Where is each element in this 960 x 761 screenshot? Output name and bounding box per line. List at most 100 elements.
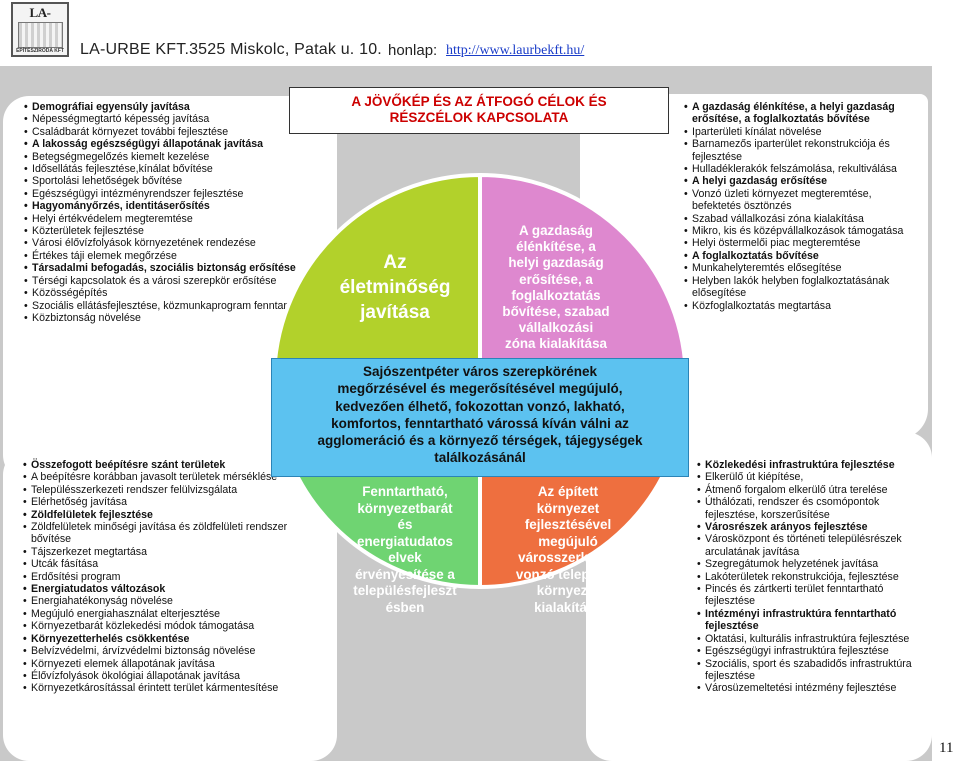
vision-statement: Sajószentpéter város szerepkörének megőrz… [278,363,682,467]
list-item: A lakosság egészségügyi állapotának javí… [24,138,324,151]
company-address: LA-URBE KFT.3525 Miskolc, Patak u. 10. [80,41,382,58]
segment-text-line: vállalkozási [518,320,594,336]
list-item: A foglalkoztatás bővítése [684,250,920,263]
list-item: Közbiztonság növelése [24,312,324,325]
segment-text-line: vonzó települési [515,566,621,582]
list-quality-of-life: Demográfiai egyensúly javításaNépességme… [24,101,324,325]
vision-statement-box: Sajószentpéter város szerepkörének megőrz… [271,358,689,477]
list-item: Zöldfelületek fejlesztése [23,509,325,522]
list-item: A helyi gazdaság erősítése [684,175,920,188]
list-item: Értékes táji elemek megőrzése [24,250,324,263]
segment-text-line: településfejleszt [353,583,457,598]
segment-text-line: javítása [360,302,430,323]
list-item: Egészségügyi infrastruktúra fejlesztése [697,645,925,658]
list-item: Vonzó üzleti környezet megteremtése, bef… [684,188,920,213]
segment-text-line: A gazdaság [519,223,593,238]
list-item: Összefogott beépítésre szánt területek [23,459,325,472]
segment-text-line: energiatudatos [357,533,453,549]
vision-line: találkozásánál [434,450,526,466]
list-item: Erdősítési program [23,571,325,584]
segment-text-line: erősítése, a [519,271,593,287]
list-item: Élővízfolyások ökológiai állapotának jav… [23,670,325,683]
segment-text-line: környezet [536,500,600,516]
diagram-title-line-1: A JÖVŐKÉP ÉS AZ ÁTFOGÓ CÉLOK ÉS [351,94,607,109]
list-item: Szociális, sport és szabadidős infrastru… [697,658,925,683]
list-item: Mikro, kis és középvállalkozások támogat… [684,225,920,238]
segment-quality-of-life [271,172,482,383]
list-item: Településszerkezeti rendszer felülvizsgá… [23,484,325,497]
list-item: Lakóterületek rekonstrukciója, fejleszté… [697,571,925,584]
list-item: Környezetkárosítással érintett terület k… [23,682,325,695]
vision-line: agglomeráció és a környező térségek, táj… [317,433,643,449]
list-item: Helyben lakók helyben foglalkoztatásának… [684,275,920,300]
list-item: Társadalmi befogadás, szociális biztonsá… [24,262,324,275]
page-number: 11 [939,740,954,756]
list-item: Népességmegtartó képesség javítása [24,113,324,126]
diagram-title-box: A JÖVŐKÉP ÉS AZ ÁTFOGÓ CÉLOK ÉS RÉSZCÉLO… [289,87,669,134]
segment-text-line: zóna kialakítása [505,336,607,352]
vision-line: komfortos, fenntartható várossá kíván vá… [331,415,629,431]
list-item: Úthálózati, rendszer és csomópontok fejl… [697,496,925,521]
list-item: Munkahelyteremtés elősegítése [684,262,920,275]
page-header: LA-URBE ÉPÍTÉSZIRODA KFT LA-URBE KFT.352… [0,0,960,62]
segment-text-line: Fenntartható, [362,484,448,499]
list-item: Egészségügyi intézményrendszer fejleszté… [24,188,324,201]
list-item: Pincés és zártkerti terület fenntartható… [697,583,925,608]
list-item: Betegségmegelőzés kiemelt kezelése [24,151,324,164]
list-item: Környezetterhelés csökkentése [23,633,325,646]
list-item: Helyi östermelői piac megteremtése [684,237,920,250]
list-item: Átmenő forgalom elkerülő útra terelése [697,484,925,497]
la-urbe-logo: LA-URBE ÉPÍTÉSZIRODA KFT [11,2,69,57]
list-item: Utcák fásítása [23,558,325,571]
segment-text-line: Az épített [537,484,599,499]
list-item: Közfoglalkoztatás megtartása [684,300,920,313]
diagram-title-line-2: RÉSZCÉLOK KAPCSOLATA [389,110,569,125]
list-item: Sportolási lehetőségek bővítése [24,175,324,188]
list-item: Zöldfelületek minőségi javítása és zöldf… [23,521,325,546]
list-item: Helyi értékvédelem megteremtése [24,213,324,226]
list-item: Energiatudatos változások [23,583,325,596]
list-sustainability: Összefogott beépítésre szánt területekA … [23,459,325,695]
segment-text-line: fejlesztésével [524,517,612,532]
list-item: Városi élővízfolyások környezetének rend… [24,237,324,250]
segment-text-line: érvényesítése a [355,566,455,582]
segment-text-line: környezet [536,583,600,598]
list-item: Intézményi infrastruktúra fenntartható f… [697,608,925,633]
segment-text-line: városszerkezet, [518,550,618,565]
list-item: Szabad vállalkozási zóna kialakítása [684,213,920,226]
vision-line: Sajószentpéter város szerepkörének [362,364,598,379]
homepage-link[interactable]: http://www.laurbekft.hu/ [446,43,585,58]
segment-text-line: elvek [388,550,422,565]
list-item: Oktatási, kulturális infrastruktúra fejl… [697,633,925,646]
list-item: Hulladéklerakók felszámolása, rekultivál… [684,163,920,176]
segment-text-line: és [397,517,413,532]
list-item: Elkerülő út kiépítése, [697,471,925,484]
logo-building-icon [18,22,63,48]
list-item: Hagyományőrzés, identitáserősítés [24,200,324,213]
list-item: Demográfiai egyensúly javítása [24,101,324,114]
list-item: Közterületek fejlesztése [24,225,324,238]
list-item: Városüzemeltetési intézmény fejlesztése [697,682,925,695]
vision-line: megőrzésével és megerősítésével megújuló… [337,381,623,397]
segment-text-line: kialakítása [534,599,602,615]
list-item: Szegregátumok helyzetének javítása [697,558,925,571]
list-economy: A gazdaság élénkítése, a helyi gazdaság … [684,101,920,312]
segment-text-line: Az [383,252,407,273]
list-item: Környezeti elemek állapotának javítása [23,658,325,671]
segment-text-line: élénkítése, a [516,239,596,255]
list-item: Városrészek arányos fejlesztése [697,521,925,534]
list-item: Térségi kapcsolatok és a városi szerepkö… [24,275,324,288]
list-item: Energiahatékonyság növelése [23,595,325,608]
list-item: Városközpont és történeti településrésze… [697,533,925,558]
list-item: Közösségépítés [24,287,324,300]
segment-economy [478,172,689,383]
list-item: A gazdaság élénkítése, a helyi gazdaság … [684,101,920,126]
list-item: Közlekedési infrastruktúra fejlesztése [697,459,925,472]
list-item: Elérhetőség javítása [23,496,325,509]
list-item: Tájszerkezet megtartása [23,546,325,559]
list-item: Szociális ellátásfejlesztése, közmunkapr… [24,300,324,313]
